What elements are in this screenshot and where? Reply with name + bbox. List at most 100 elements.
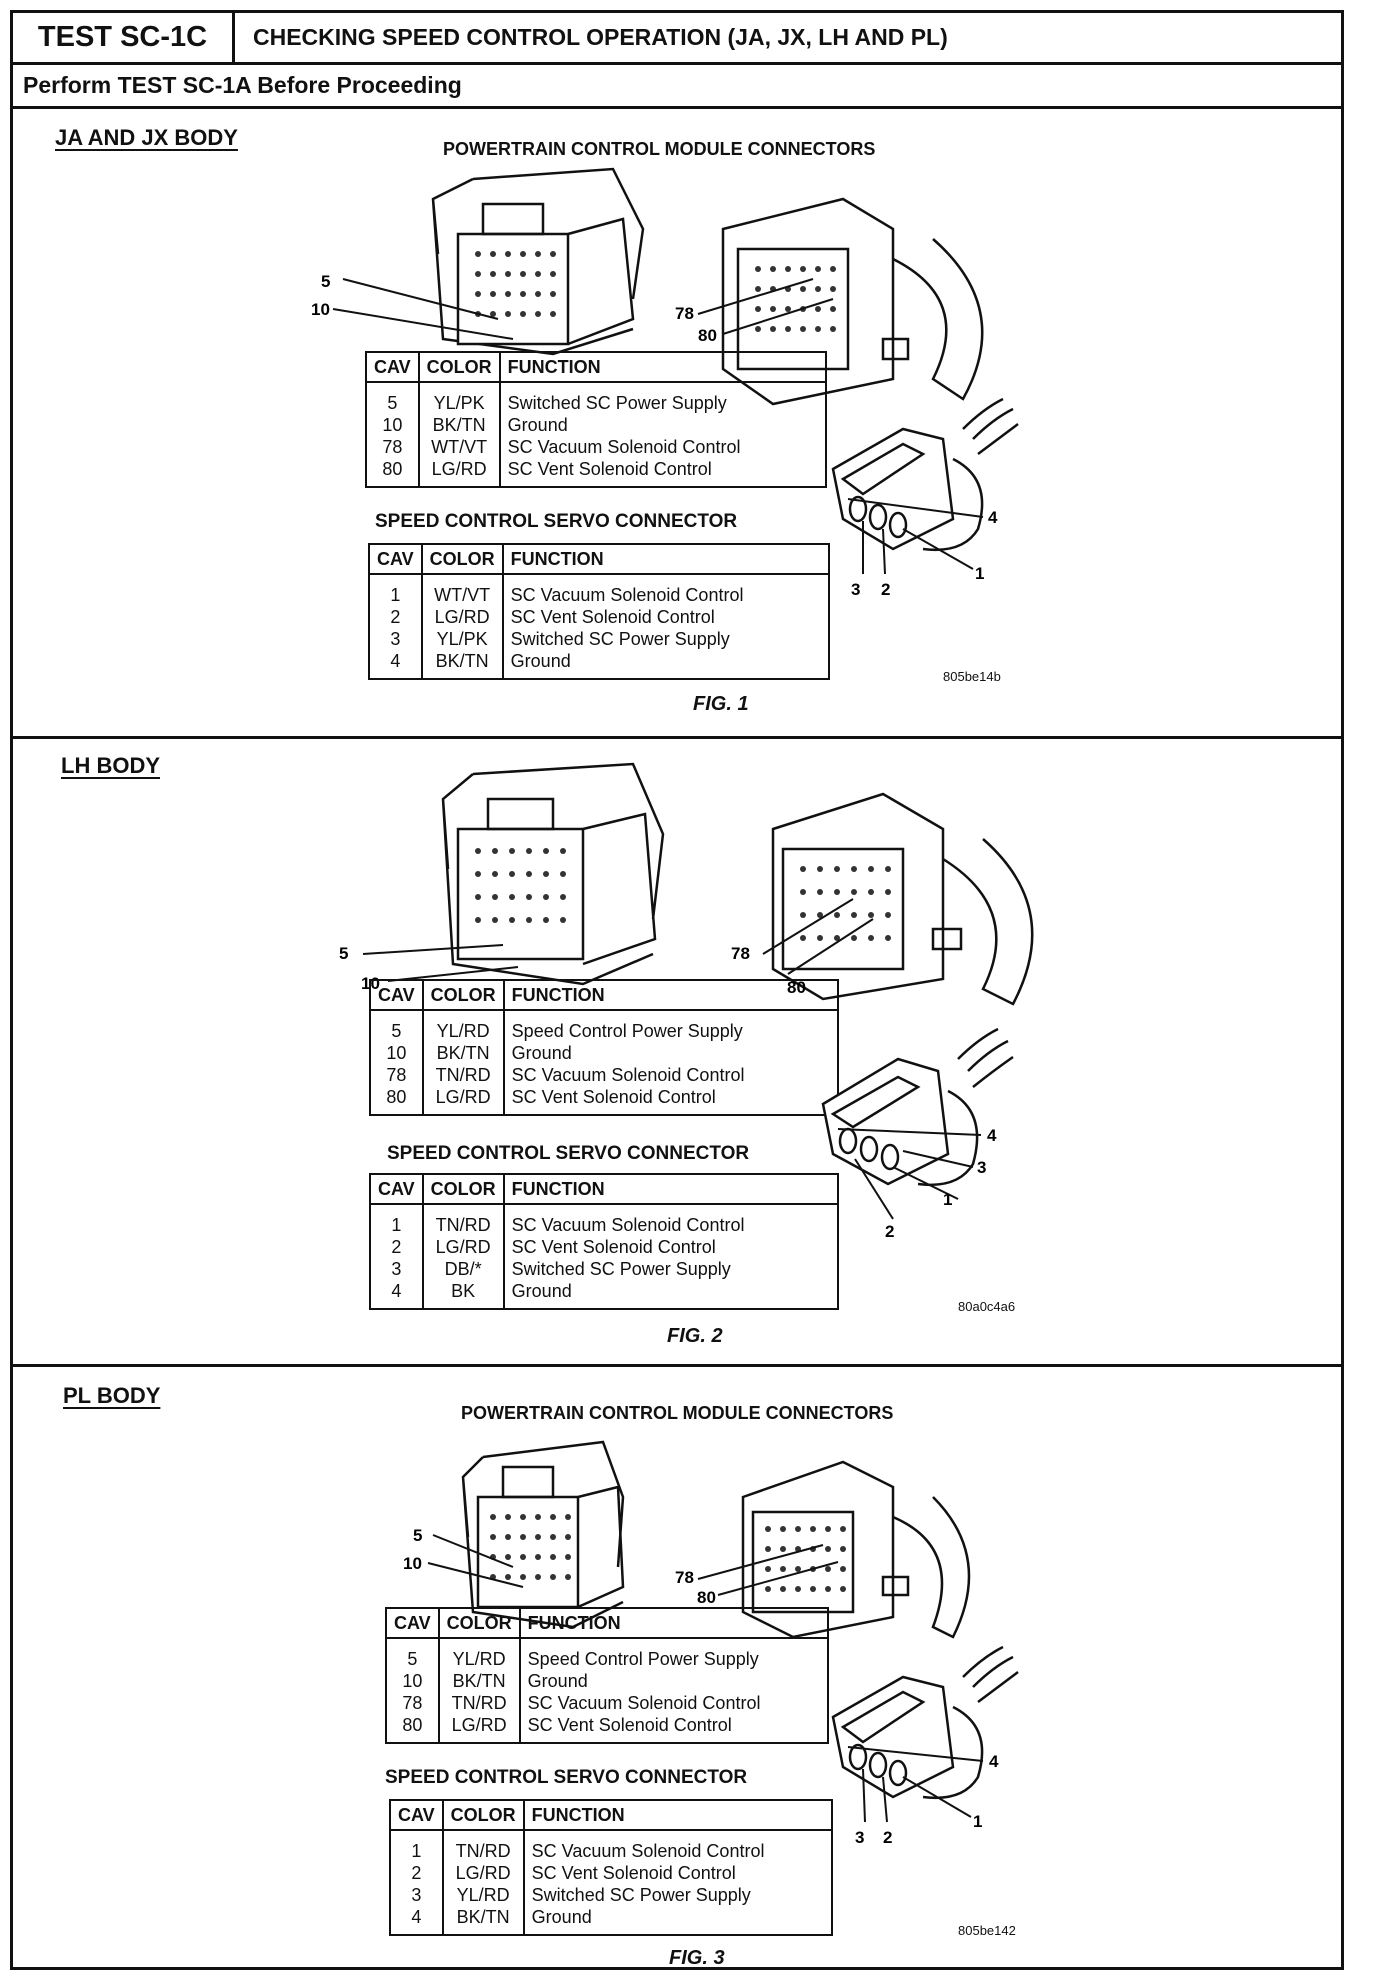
- pcm-callout: 80: [697, 1588, 716, 1607]
- table-cell: 3: [370, 1258, 424, 1280]
- table-cell: SC Vent Solenoid Control: [531, 1863, 736, 1883]
- column-header: FUNCTION: [503, 980, 838, 1011]
- servo-connector-title: SPEED CONTROL SERVO CONNECTOR: [385, 1767, 748, 1788]
- table-cell: BK/TN: [418, 414, 501, 436]
- figure-label: FIG. 2: [667, 1325, 723, 1347]
- color-header: COLOR: [418, 352, 501, 383]
- table-cell: Ground: [507, 415, 568, 435]
- table-cell: BK: [422, 1280, 505, 1309]
- prerequisite-note: Perform TEST SC-1A Before Proceeding: [13, 65, 1341, 109]
- table-cell: TN/RD: [422, 1064, 505, 1086]
- table-cell: 80: [366, 458, 420, 487]
- test-title: CHECKING SPEED CONTROL OPERATION (JA, JX…: [253, 24, 948, 50]
- table-cell: Ground: [510, 651, 571, 671]
- table-cell: Switched SC Power Supply: [507, 393, 727, 413]
- section-pl: PL BODY POWERTRAIN CONTROL MODULE CONNEC…: [13, 1367, 1341, 1970]
- table-cell: 10: [370, 1042, 424, 1064]
- servo-callout: 1: [975, 564, 984, 583]
- table-cell: 10: [386, 1670, 440, 1692]
- table-cell: TN/RD: [442, 1830, 525, 1862]
- figure-label: FIG. 1: [693, 693, 749, 715]
- table-cell: BK/TN: [442, 1906, 525, 1935]
- table-cell: YL/RD: [422, 1010, 505, 1042]
- servo-connector-title: SPEED CONTROL SERVO CONNECTOR: [387, 1143, 750, 1164]
- column-header: COLOR: [422, 980, 505, 1011]
- pcm-callout: 5: [413, 1526, 422, 1545]
- pcm-callout: 10: [311, 300, 330, 319]
- column-header: COLOR: [442, 1800, 525, 1831]
- column-header: CAV: [370, 1174, 424, 1205]
- table-cell: TN/RD: [422, 1204, 505, 1236]
- table-cell: 1: [390, 1830, 444, 1862]
- table-cell: SC Vacuum Solenoid Control: [507, 437, 741, 457]
- table-cell: LG/RD: [442, 1862, 525, 1884]
- column-header: CAV: [370, 980, 424, 1011]
- table-cell: DB/*: [422, 1258, 505, 1280]
- table-cell: 4: [370, 1280, 424, 1309]
- table-cell: 80: [370, 1086, 424, 1115]
- servo-callout: 1: [973, 1812, 982, 1831]
- table-cell: SC Vent Solenoid Control: [507, 459, 712, 479]
- table-cell: BK/TN: [422, 1042, 505, 1064]
- table-cell: Speed Control Power Supply: [527, 1649, 759, 1669]
- pcm-callout: 10: [403, 1554, 422, 1573]
- pcm-connectors-title: POWERTRAIN CONTROL MODULE CONNECTORS: [443, 139, 876, 159]
- column-header: FUNCTION: [523, 1800, 832, 1831]
- pcm-connector-drawing: 5 10 78 80: [339, 762, 1034, 1006]
- table-cell: 5: [386, 1638, 440, 1670]
- section-lh: LH BODY: [13, 739, 1341, 1367]
- column-header: FUNCTION: [502, 544, 829, 575]
- table-cell: BK/TN: [438, 1670, 521, 1692]
- pcm-connector-drawing: 5 10 78 80: [403, 1440, 971, 1639]
- servo-connector-title: SPEED CONTROL SERVO CONNECTOR: [375, 511, 738, 532]
- servo-connector-drawing: 4 1 3 2: [831, 1645, 1019, 1847]
- servo-callout: 4: [989, 1752, 999, 1771]
- table-cell: YL/PK: [421, 628, 504, 650]
- column-header: CAV: [369, 544, 423, 575]
- servo-callout: 4: [988, 508, 998, 527]
- image-code: 80a0c4a6: [958, 1299, 1016, 1314]
- table-cell: SC Vacuum Solenoid Control: [511, 1065, 745, 1085]
- table-cell: Speed Control Power Supply: [511, 1021, 743, 1041]
- image-code: 805be142: [958, 1923, 1016, 1938]
- table-cell: 4: [369, 650, 423, 679]
- table-cell: Ground: [531, 1907, 592, 1927]
- table-cell: BK/TN: [421, 650, 504, 679]
- section-ja-jx: JA AND JX BODY POWERTRAIN CONTROL MODULE…: [13, 109, 1341, 739]
- table-cell: 2: [369, 606, 423, 628]
- table-cell: 2: [390, 1862, 444, 1884]
- table-cell: SC Vent Solenoid Control: [510, 607, 715, 627]
- servo-callout: 2: [881, 580, 890, 599]
- table-cell: 5: [366, 382, 420, 414]
- table-cell: SC Vacuum Solenoid Control: [531, 1841, 765, 1861]
- test-header: TEST SC-1C CHECKING SPEED CONTROL OPERAT…: [13, 13, 1341, 65]
- table-cell: 78: [370, 1064, 424, 1086]
- column-header: COLOR: [422, 1174, 505, 1205]
- table-cell: 78: [366, 436, 420, 458]
- column-header: FUNCTION: [503, 1174, 838, 1205]
- table-cell: 1: [369, 574, 423, 606]
- servo-callout: 2: [885, 1222, 894, 1241]
- column-header: COLOR: [438, 1608, 521, 1639]
- pcm-callout: 5: [339, 944, 348, 963]
- table-cell: Switched SC Power Supply: [510, 629, 730, 649]
- table-cell: 78: [386, 1692, 440, 1714]
